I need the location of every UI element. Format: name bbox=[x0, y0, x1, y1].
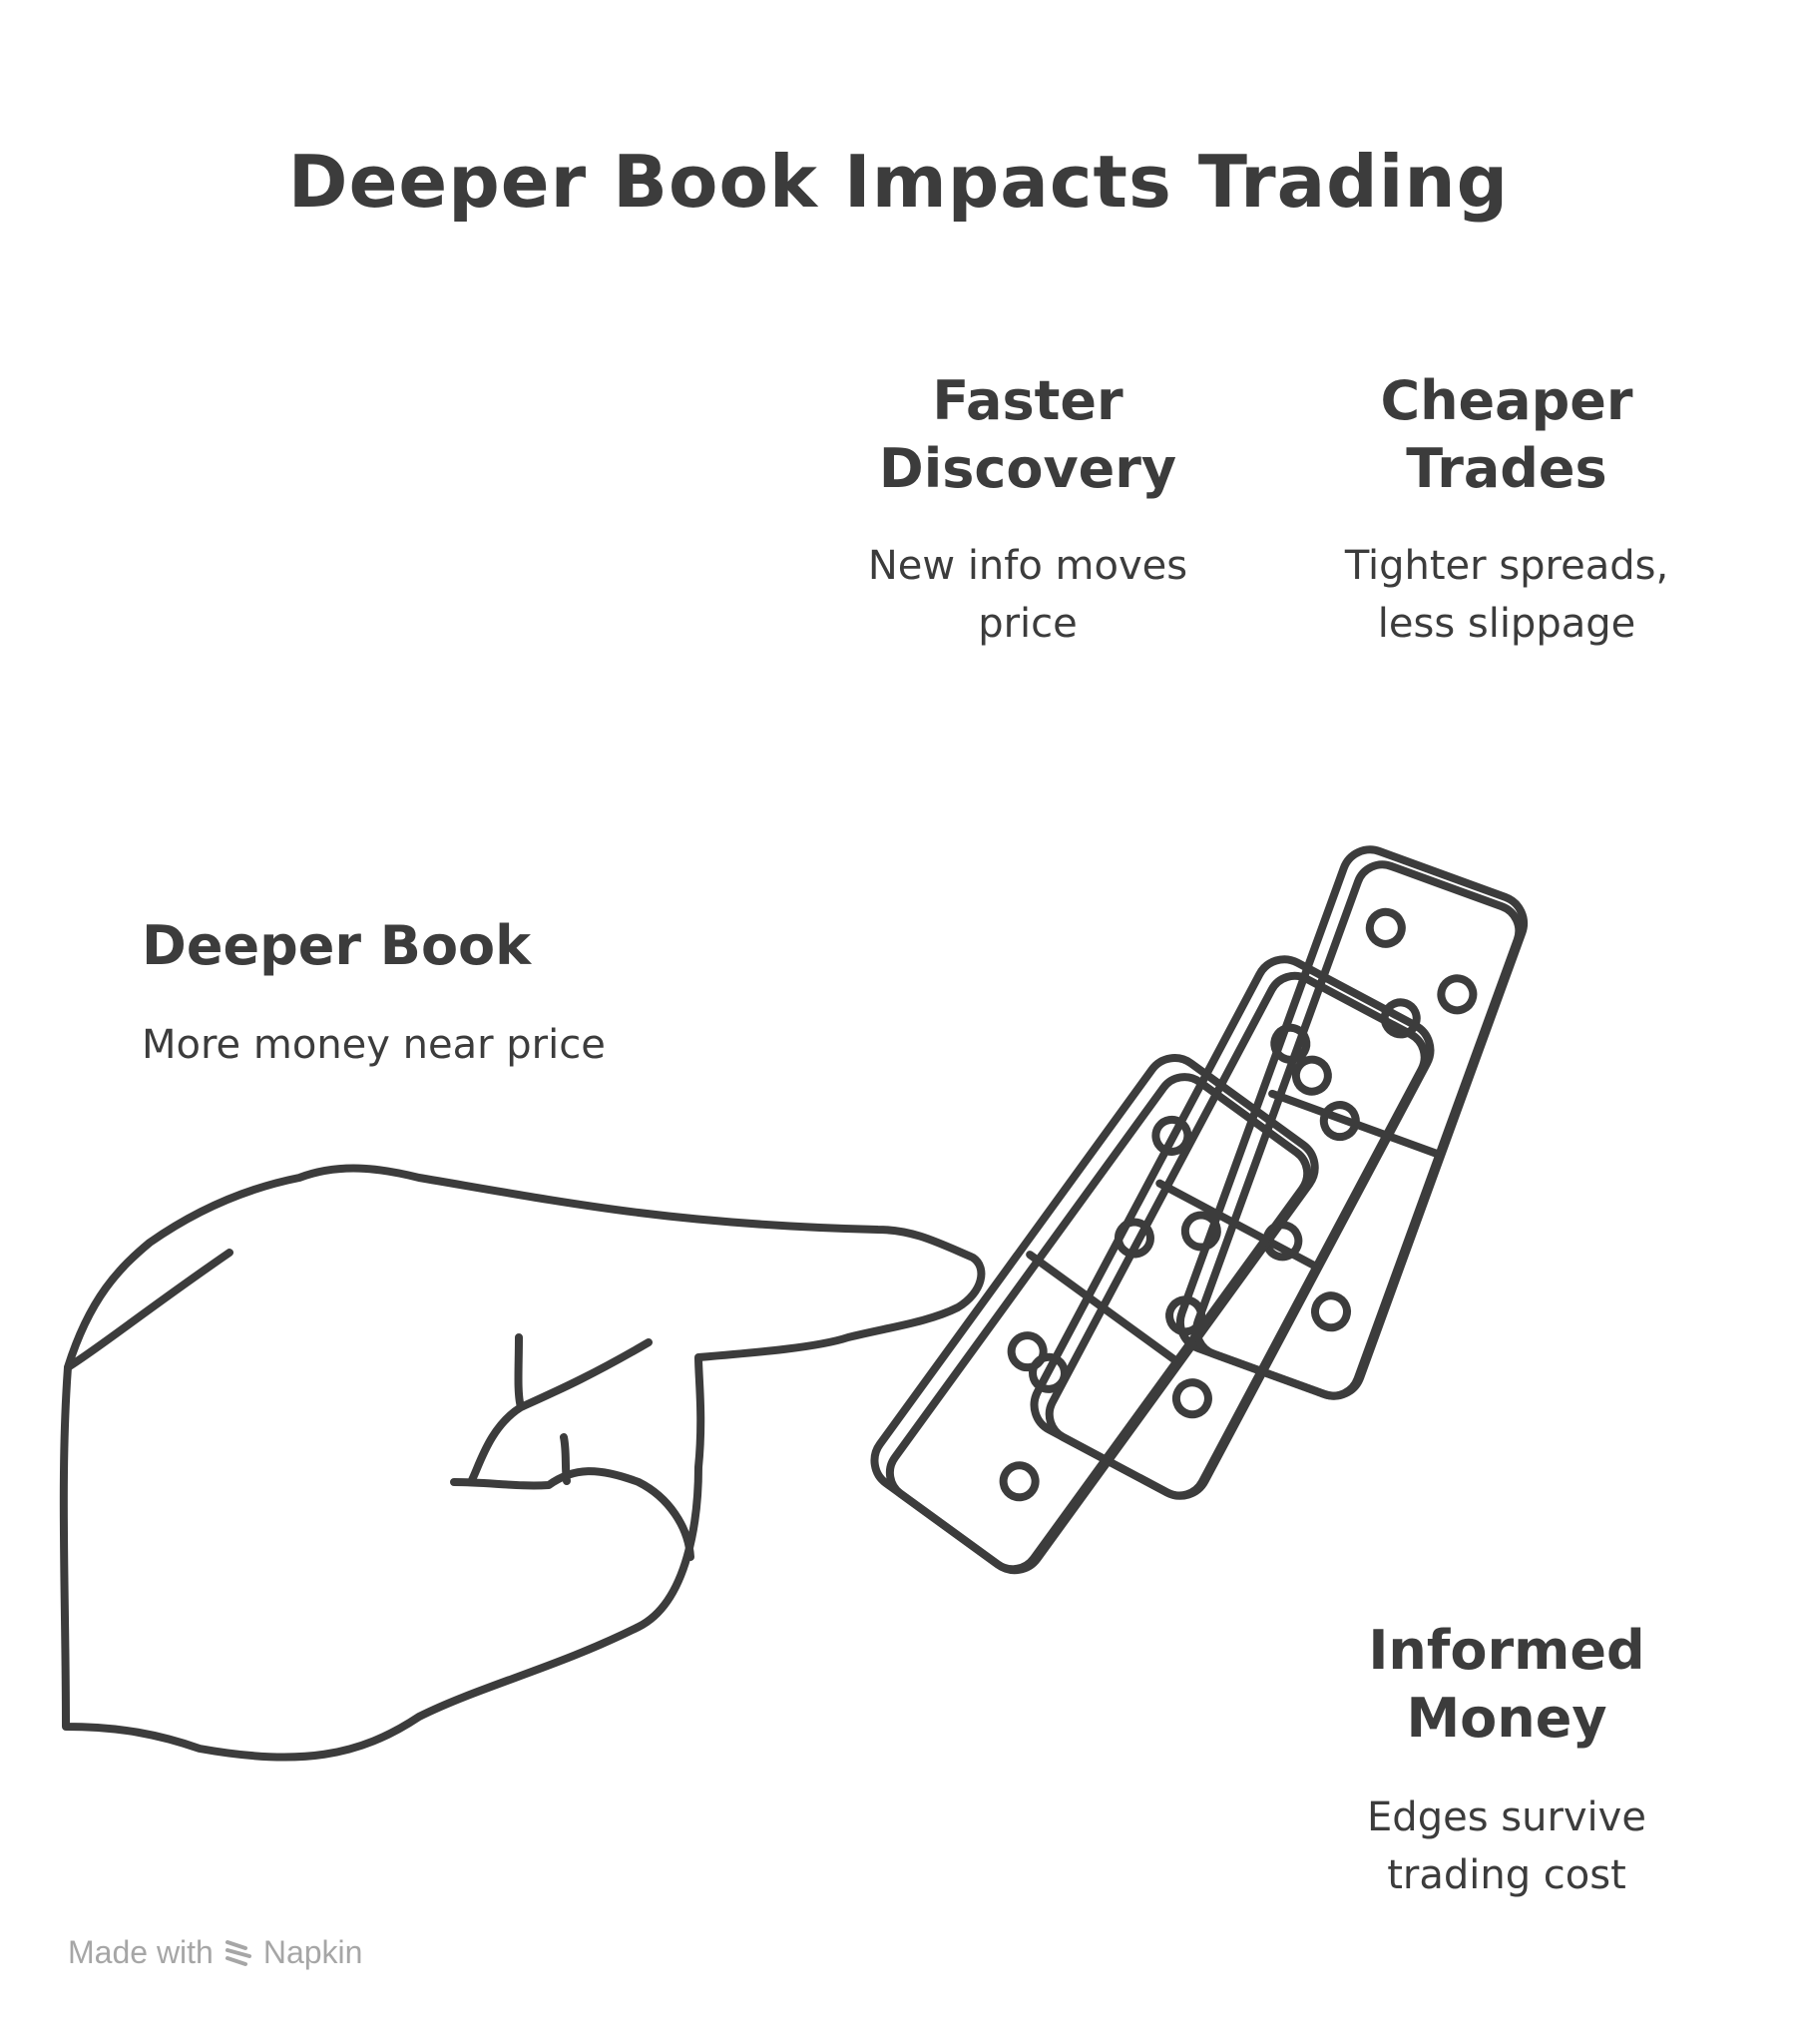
deeper-book-description: More money near price bbox=[142, 1022, 606, 1068]
brand-label: Napkin bbox=[262, 1934, 363, 1970]
faster-discovery-heading: Faster Discovery bbox=[828, 367, 1227, 503]
deeper-book-heading: Deeper Book bbox=[142, 914, 532, 977]
hand-outline bbox=[59, 1164, 986, 1762]
napkin-logo-icon bbox=[225, 1939, 251, 1966]
informed-money-description: Edges survive trading cost bbox=[1302, 1788, 1711, 1904]
informed-money-heading: Informed Money bbox=[1302, 1617, 1711, 1753]
cheaper-trades-desc-line2: less slippage bbox=[1377, 601, 1636, 647]
cheaper-trades-description: Tighter spreads, less slippage bbox=[1312, 537, 1701, 653]
faster-discovery-desc-line1: New info moves bbox=[867, 543, 1188, 589]
domino-front bbox=[870, 1054, 1319, 1575]
faster-discovery-heading-line1: Faster bbox=[932, 369, 1123, 432]
cheaper-trades-desc-line1: Tighter spreads, bbox=[1344, 543, 1669, 589]
cheaper-trades-heading-line1: Cheaper bbox=[1380, 369, 1633, 432]
informed-money-desc-line1: Edges survive bbox=[1367, 1794, 1646, 1840]
informed-money-desc-line2: trading cost bbox=[1387, 1852, 1626, 1898]
footer: Made with Napkin bbox=[68, 1934, 362, 1971]
faster-discovery-heading-line2: Discovery bbox=[878, 437, 1177, 500]
informed-money-heading-line2: Money bbox=[1406, 1687, 1607, 1750]
page-title: Deeper Book Impacts Trading bbox=[287, 140, 1510, 224]
made-with-label: Made with bbox=[68, 1934, 214, 1970]
cheaper-trades-heading-line2: Trades bbox=[1406, 437, 1607, 500]
faster-discovery-desc-line2: price bbox=[978, 601, 1078, 647]
hand-fingers bbox=[450, 1333, 694, 1561]
informed-money-heading-line1: Informed bbox=[1368, 1619, 1645, 1682]
hand-wrist bbox=[64, 1249, 233, 1371]
cheaper-trades-heading: Cheaper Trades bbox=[1312, 367, 1701, 503]
faster-discovery-description: New info moves price bbox=[828, 537, 1227, 653]
